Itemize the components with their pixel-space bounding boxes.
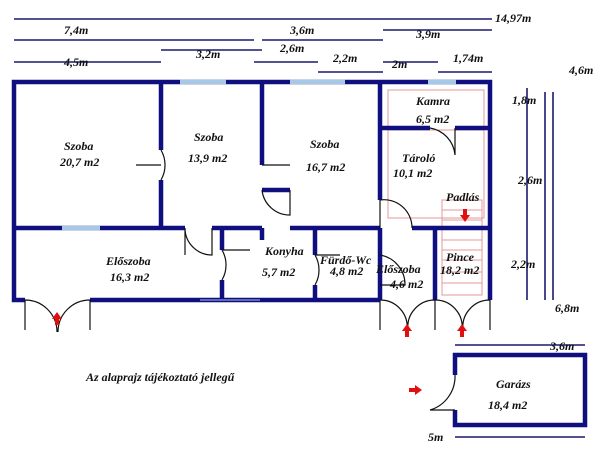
room-labels: Szoba 20,7 m2 Szoba 13,9 m2 Szoba 16,7 m… xyxy=(59,94,531,412)
room-name: Szoba xyxy=(310,137,339,151)
room-area: 20,7 m2 xyxy=(59,155,99,169)
room-name: Garázs xyxy=(496,377,531,391)
dim-label: 7,4m xyxy=(64,23,88,37)
doors xyxy=(24,127,491,411)
room-area: 18,4 m2 xyxy=(488,398,527,412)
dim-label: 1,74m xyxy=(453,51,483,65)
room-area: 16,3 m2 xyxy=(110,270,149,284)
dim-label: 3,9m xyxy=(415,27,440,41)
dim-label: 2,6m xyxy=(517,173,542,187)
dim-label: 5m xyxy=(428,430,443,444)
dim-label: 3,6m xyxy=(549,339,574,353)
dim-label: 6,8m xyxy=(555,301,579,315)
room-area: 5,7 m2 xyxy=(262,265,295,279)
arrow-icon xyxy=(460,209,470,222)
room-name: Konyha xyxy=(264,244,304,258)
room-name: Fürdő-Wc xyxy=(319,253,372,267)
entrance-arrows xyxy=(52,209,470,395)
dim-total-width: 14,97m xyxy=(495,11,531,25)
dim-label: 3,6m xyxy=(289,23,314,37)
room-name: Padlás xyxy=(446,190,480,204)
dim-label: 4,6m xyxy=(568,63,593,77)
dim-label: 3,2m xyxy=(195,47,220,61)
room-name: Szoba xyxy=(194,130,223,144)
room-name: Pince xyxy=(446,250,475,264)
room-name: Előszoba xyxy=(375,262,421,276)
room-area: 16,7 m2 xyxy=(306,160,345,174)
room-name: Kamra xyxy=(415,94,450,108)
room-name: Előszoba xyxy=(105,254,151,268)
arrow-icon xyxy=(457,324,467,337)
room-name: Szoba xyxy=(64,139,93,153)
dimension-labels: 14,97m 7,4m 3,6m 3,9m 3,2m 2,6m 4,5m 2,2… xyxy=(63,11,593,444)
room-area: 4,8 m2 xyxy=(329,264,363,278)
dim-label: 2,6m xyxy=(279,41,304,55)
arrow-icon xyxy=(402,324,412,337)
room-area: 18,2 m2 xyxy=(440,263,479,277)
dim-label: 4,5m xyxy=(63,55,88,69)
dim-label: 2m xyxy=(391,57,407,71)
room-name: Tároló xyxy=(402,151,435,165)
dim-label: 1,8m xyxy=(512,93,536,107)
room-area: 13,9 m2 xyxy=(188,151,227,165)
disclaimer-note: Az alaprajz tájékoztató jellegű xyxy=(85,370,236,384)
arrow-icon xyxy=(52,312,62,325)
arrow-icon xyxy=(409,385,422,395)
dimension-lines xyxy=(14,18,585,438)
room-area: 4,6 m2 xyxy=(389,277,423,291)
dim-label: 2,2m xyxy=(510,257,535,271)
dim-label: 2,2m xyxy=(332,51,357,65)
room-area: 6,5 m2 xyxy=(416,112,449,126)
room-area: 10,1 m2 xyxy=(393,166,432,180)
